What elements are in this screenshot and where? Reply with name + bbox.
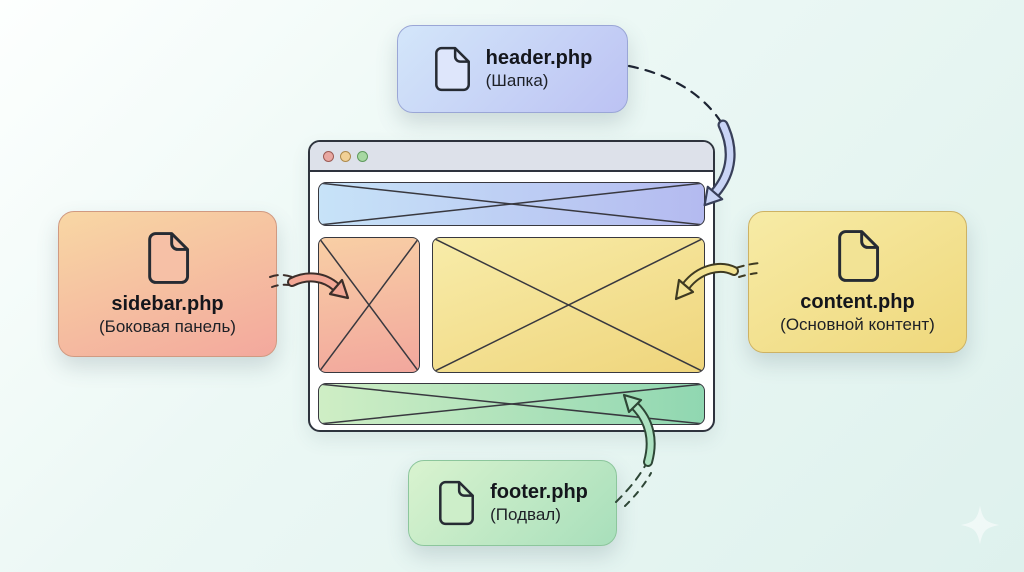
card-sublabel: (Боковая панель) — [99, 316, 236, 336]
placeholder-cross-icon — [433, 238, 704, 372]
traffic-light-close-icon — [323, 150, 334, 162]
card-sublabel: (Подвал) — [490, 504, 561, 524]
placeholder-cross-icon — [319, 183, 704, 225]
card-sublabel: (Основной контент) — [780, 314, 935, 334]
browser-viewport — [310, 172, 713, 432]
content-region-placeholder — [432, 237, 705, 373]
footer-php-card: footer.php (Подвал) — [408, 460, 617, 546]
footer-region-placeholder — [318, 383, 705, 425]
file-icon — [434, 46, 470, 92]
card-sublabel: (Шапка) — [485, 70, 549, 90]
sparkle-icon — [960, 505, 1000, 545]
card-filename: sidebar.php — [111, 293, 224, 316]
traffic-light-minimize-icon — [340, 150, 351, 162]
traffic-light-zoom-icon — [357, 150, 368, 162]
file-icon — [439, 480, 475, 526]
sidebar-php-card: sidebar.php (Боковая панель) — [58, 211, 277, 357]
file-icon — [837, 230, 879, 283]
placeholder-cross-icon — [319, 384, 704, 424]
browser-window — [308, 140, 715, 432]
card-filename: content.php — [800, 291, 915, 314]
browser-titlebar — [310, 142, 713, 172]
content-php-card: content.php (Основной контент) — [748, 211, 967, 353]
card-filename: footer.php — [490, 481, 588, 504]
file-icon — [147, 232, 189, 285]
card-filename: header.php — [485, 47, 593, 70]
header-php-card: header.php (Шапка) — [397, 25, 628, 113]
header-region-placeholder — [318, 182, 705, 226]
placeholder-cross-icon — [319, 238, 419, 372]
sidebar-region-placeholder — [318, 237, 420, 373]
